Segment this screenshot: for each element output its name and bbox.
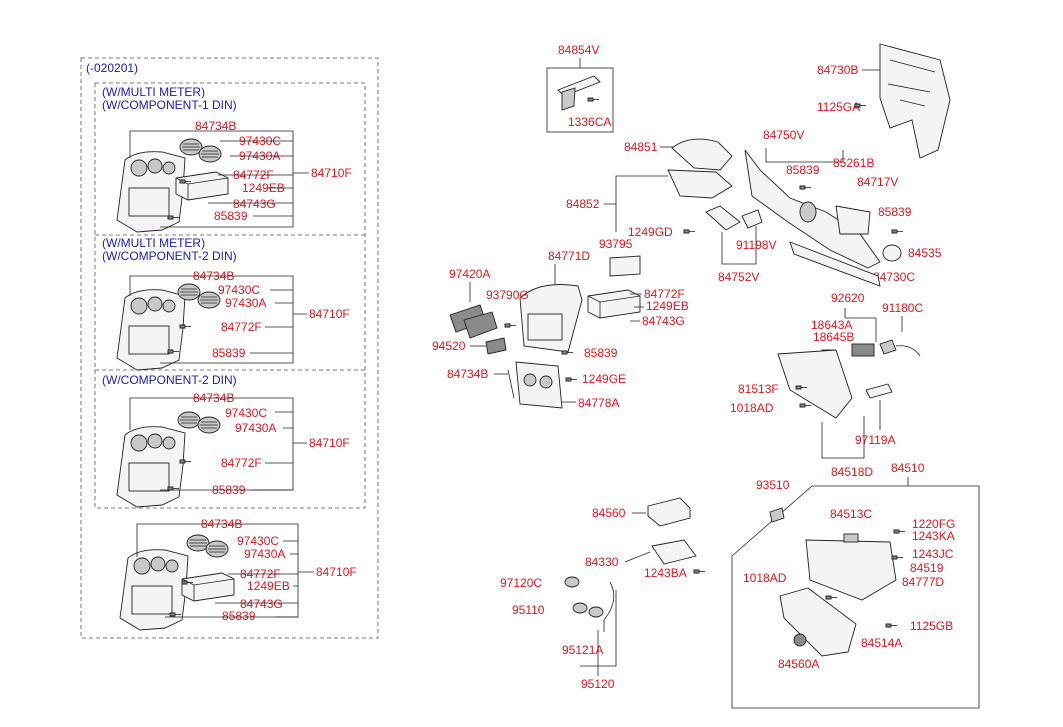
variant-1: (W/MULTI METER) (W/COMPONENT-1 DIN) 8473… (102, 85, 352, 233)
variant-1-title-1: (W/MULTI METER) (102, 85, 205, 99)
c-84778A: 84778A (578, 396, 619, 410)
lc-84560: 84560 (592, 506, 626, 520)
r-91180C: 91180C (882, 301, 923, 315)
r-1125GA: 1125GA (817, 100, 860, 114)
r-92620: 92620 (831, 291, 865, 305)
r-84717V: 84717V (857, 175, 898, 189)
r-84730C: 84730C (873, 270, 915, 284)
r-84514A: 84514A (861, 636, 902, 650)
lc-95110: 95110 (512, 603, 545, 617)
lower-center-assembly: 84560 84330 1243BA 97120C 95110 95121A 9… (500, 497, 706, 691)
v1-84710F: 84710F (311, 166, 352, 180)
r-18643A: 18643A (811, 318, 852, 332)
v2-85839: 85839 (212, 346, 246, 360)
v4-97430A: 97430A (244, 547, 285, 561)
v3-84772F: 84772F (221, 456, 262, 470)
v4-84743G: 84743G (240, 597, 283, 611)
c-93790G: 93790G (486, 288, 529, 302)
variants-inner-frame (94, 82, 366, 509)
v1-84734B: 84734B (195, 119, 236, 133)
v4-1249EB: 1249EB (247, 579, 290, 593)
v1-84743G: 84743G (233, 197, 276, 211)
v2-97430C: 97430C (218, 283, 260, 297)
r-1125GB: 1125GB (910, 619, 953, 633)
variant-3: (W/COMPONENT-2 DIN) 84734B 97430C 97430A… (102, 373, 350, 508)
date-code: (-020201) (86, 61, 138, 75)
c-94520: 94520 (432, 339, 466, 353)
r-84510: 84510 (891, 461, 925, 475)
r-1018AD-b: 1018AD (743, 571, 787, 585)
c-1249GD: 1249GD (628, 225, 673, 239)
variant-1-title-2: (W/COMPONENT-1 DIN) (102, 98, 237, 112)
r-85839-a: 85839 (786, 163, 820, 177)
v4-97430C: 97430C (237, 534, 279, 548)
v3-97430A: 97430A (235, 421, 276, 435)
r-85839-b: 85839 (878, 205, 912, 219)
r-84777D: 84777D (902, 575, 944, 589)
v4-85839: 85839 (222, 609, 256, 623)
r-93510: 93510 (756, 478, 790, 492)
r-85261B: 85261B (833, 156, 874, 170)
v2-97430A: 97430A (225, 296, 266, 310)
lc-84330: 84330 (585, 555, 619, 569)
c-84771D: 84771D (548, 249, 590, 263)
variant-4: 84734B 97430C 97430A 84772F 1249EB 84743… (119, 517, 357, 631)
right-assembly: 84730B 1125GA 84750V 85839 85261B 84717V… (705, 43, 980, 709)
variant-2: (W/MULTI METER) (W/COMPONENT-2 DIN) 8473… (102, 236, 350, 371)
c-84854V: 84854V (558, 43, 599, 57)
r-84560A: 84560A (778, 657, 819, 671)
lc-95120: 95120 (581, 677, 615, 691)
r-84752V: 84752V (718, 270, 759, 284)
c-84743G: 84743G (642, 314, 685, 328)
r-84535: 84535 (908, 246, 942, 260)
v3-97430C: 97430C (225, 406, 267, 420)
c-97420A: 97420A (449, 267, 490, 281)
c-1249GE: 1249GE (582, 372, 626, 386)
r-18645B: 18645B (813, 330, 854, 344)
c-84734B: 84734B (447, 367, 488, 381)
c-93795: 93795 (599, 237, 633, 251)
r-81513F: 81513F (738, 382, 779, 396)
v2-84772F: 84772F (221, 320, 262, 334)
c-84772F: 84772F (644, 287, 685, 301)
v2-84710F: 84710F (309, 307, 350, 321)
r-84518D: 84518D (831, 465, 873, 479)
v1-85839: 85839 (214, 209, 248, 223)
variants-outer-frame (80, 57, 379, 639)
c-1336CA: 1336CA (568, 115, 611, 129)
variant-2-title-2: (W/COMPONENT-2 DIN) (102, 249, 237, 263)
variant-3-title-1: (W/COMPONENT-2 DIN) (102, 373, 237, 387)
c-1249EB: 1249EB (646, 299, 689, 313)
v1-1249EB: 1249EB (242, 181, 285, 195)
lc-1243BA: 1243BA (644, 566, 687, 580)
variant-2-title-1: (W/MULTI METER) (102, 236, 205, 250)
v3-84710F: 84710F (309, 436, 350, 450)
c-84852: 84852 (566, 197, 600, 211)
c-85839: 85839 (584, 346, 618, 360)
r-1018AD-a: 1018AD (730, 401, 774, 415)
lc-97120C: 97120C (500, 576, 542, 590)
c-84851: 84851 (624, 140, 658, 154)
v4-84710F: 84710F (316, 565, 357, 579)
r-84513C: 84513C (830, 507, 872, 521)
center-assembly: 84854V 1336CA 84851 84852 1249GD 93795 8… (432, 43, 733, 410)
r-97119A: 97119A (855, 433, 895, 447)
lc-95121A: 95121A (562, 643, 603, 657)
r-1243JC: 1243JC (912, 547, 954, 561)
r-84730B: 84730B (817, 63, 858, 77)
r-84519: 84519 (910, 561, 944, 575)
r-1243KA: 1243KA (912, 529, 955, 543)
r-84750V: 84750V (763, 128, 804, 142)
r-1220FG: 1220FG (912, 517, 955, 531)
